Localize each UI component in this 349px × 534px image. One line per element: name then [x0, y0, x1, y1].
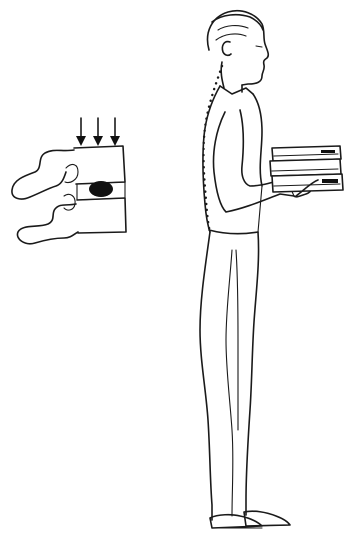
load-arrows: [76, 118, 120, 146]
book-middle: [270, 159, 341, 176]
ear: [222, 42, 231, 56]
shoes: [210, 511, 290, 528]
book-bottom: [272, 174, 343, 192]
intervertebral-disc: [77, 181, 125, 200]
torso: [203, 66, 262, 234]
inner-leg-2: [236, 250, 238, 430]
lower-vertebra: [17, 194, 126, 243]
load-arrow-2-icon: [93, 118, 103, 146]
chest-outline: [253, 94, 262, 186]
disc-nucleus: [89, 181, 113, 197]
back-leg-outline: [200, 232, 212, 520]
collar: [220, 86, 253, 94]
front-leg-outline: [246, 232, 259, 515]
standing-man-figure: [200, 11, 343, 528]
inner-leg-1: [226, 250, 233, 516]
spine-dotted-line: [203, 66, 222, 232]
waistband: [209, 230, 258, 234]
head: [208, 11, 269, 92]
back-outline: [203, 86, 220, 232]
book-stack: [270, 146, 343, 196]
spine-segment-diagram: [12, 118, 126, 244]
legs: [200, 232, 259, 520]
load-arrow-3-icon: [110, 118, 120, 146]
load-arrow-1-icon: [76, 118, 86, 146]
